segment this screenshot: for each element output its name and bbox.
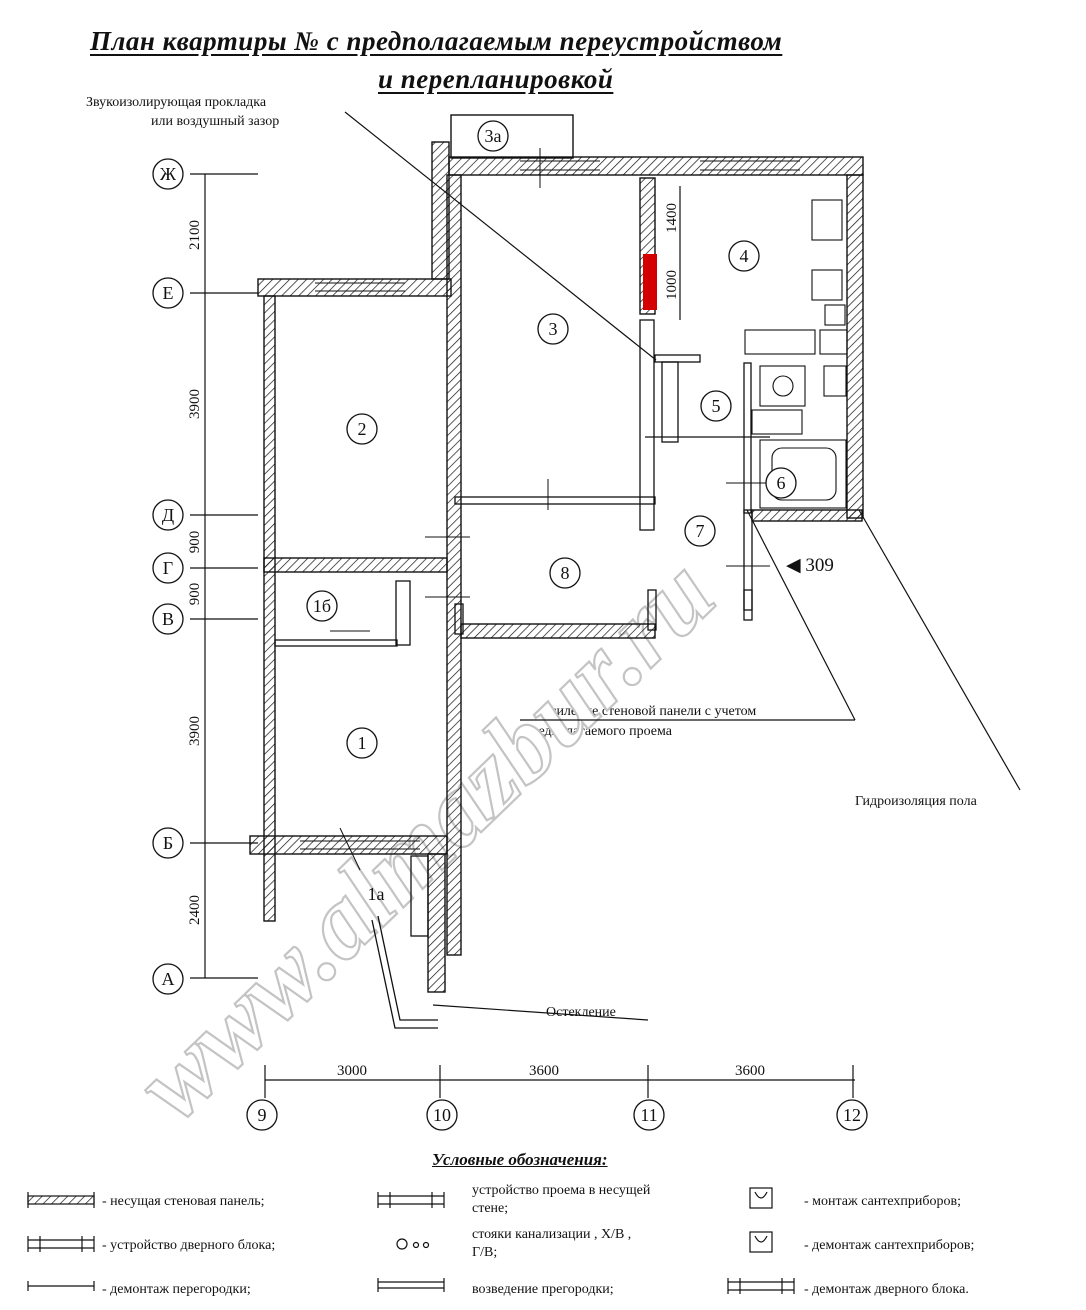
- axis-row-g: Г: [163, 558, 173, 578]
- axis-row-a: А: [162, 969, 175, 989]
- legend-door-block-install: - устройство дверного блока;: [102, 1238, 276, 1253]
- note-soundproof-line1: Звукоизолирующая прокладка: [86, 95, 267, 110]
- note-waterproof: Гидроизоляция пола: [855, 794, 977, 809]
- room-1: 1: [358, 733, 367, 753]
- legend-load-bearing-wall: - несущая стеновая панель;: [102, 1194, 265, 1209]
- legend-opening-in-wall-line1: устройство проема в несущей: [472, 1183, 651, 1198]
- note-reinforce-line1: Усиление стеновой панели с учетом: [542, 704, 757, 719]
- dim-left-900-a: 900: [187, 531, 203, 554]
- axis-row-b: Б: [163, 833, 173, 853]
- axis-row-v: В: [162, 609, 174, 629]
- room-8: 8: [561, 563, 570, 583]
- room-6: 6: [777, 473, 786, 493]
- opening-highlight: [643, 254, 657, 310]
- dim-left-2400: 2400: [187, 895, 203, 925]
- legend-risers-line1: стояки канализации , Х/В ,: [472, 1227, 632, 1242]
- room-2: 2: [358, 419, 367, 439]
- axis-row-zh: Ж: [160, 164, 177, 184]
- dim-inner-1400: 1400: [664, 203, 680, 233]
- dim-inner-1000: 1000: [664, 270, 680, 300]
- axis-col-9: 9: [258, 1105, 267, 1125]
- dim-bottom-3600-a: 3600: [529, 1063, 559, 1079]
- dim-bottom-3000: 3000: [337, 1063, 367, 1079]
- note-reinforce-line2: предполагаемого проема: [524, 724, 672, 739]
- room-5: 5: [712, 396, 721, 416]
- room-4: 4: [740, 246, 749, 266]
- axis-col-11: 11: [640, 1105, 657, 1125]
- plan-title-line1: План квартиры № с предполагаемым переуст…: [90, 26, 783, 56]
- legend-partition-construction: возведение прегородки;: [472, 1282, 614, 1297]
- legend-symbols: [27, 1187, 795, 1294]
- legend-door-block-removal: - демонтаж дверного блока.: [804, 1282, 969, 1297]
- room-1b: 1б: [313, 596, 331, 616]
- legend-title: Условные обозначения:: [432, 1150, 608, 1169]
- room-3: 3: [549, 319, 558, 339]
- legend-sanitary-removal: - демонтаж сантехприборов;: [804, 1238, 975, 1253]
- room-7: 7: [696, 521, 705, 541]
- legend-partition-demolition: - демонтаж перегородки;: [102, 1282, 251, 1297]
- axis-row-e: Е: [163, 283, 174, 303]
- room-1a: 1а: [368, 884, 385, 904]
- dim-left-2100: 2100: [187, 220, 203, 250]
- plan-title-line2: и перепланировкой: [378, 64, 614, 94]
- room-3a: 3а: [485, 126, 502, 146]
- legend-risers-line2: Г/В;: [472, 1245, 498, 1260]
- legend-sanitary-install: - монтаж сантехприборов;: [804, 1194, 962, 1209]
- axis-col-10: 10: [433, 1105, 451, 1125]
- dim-left-3900-top: 3900: [187, 389, 203, 419]
- axis-row-d: Д: [162, 505, 174, 525]
- dim-left-3900-bottom: 3900: [187, 716, 203, 746]
- note-soundproof-line2: или воздушный зазор: [151, 114, 280, 129]
- dim-left-900-b: 900: [187, 583, 203, 606]
- dim-bottom-3600-b: 3600: [735, 1063, 765, 1079]
- axis-col-12: 12: [843, 1105, 861, 1125]
- mark-309: ◀ 309: [786, 555, 834, 576]
- legend-opening-in-wall-line2: стене;: [472, 1201, 509, 1216]
